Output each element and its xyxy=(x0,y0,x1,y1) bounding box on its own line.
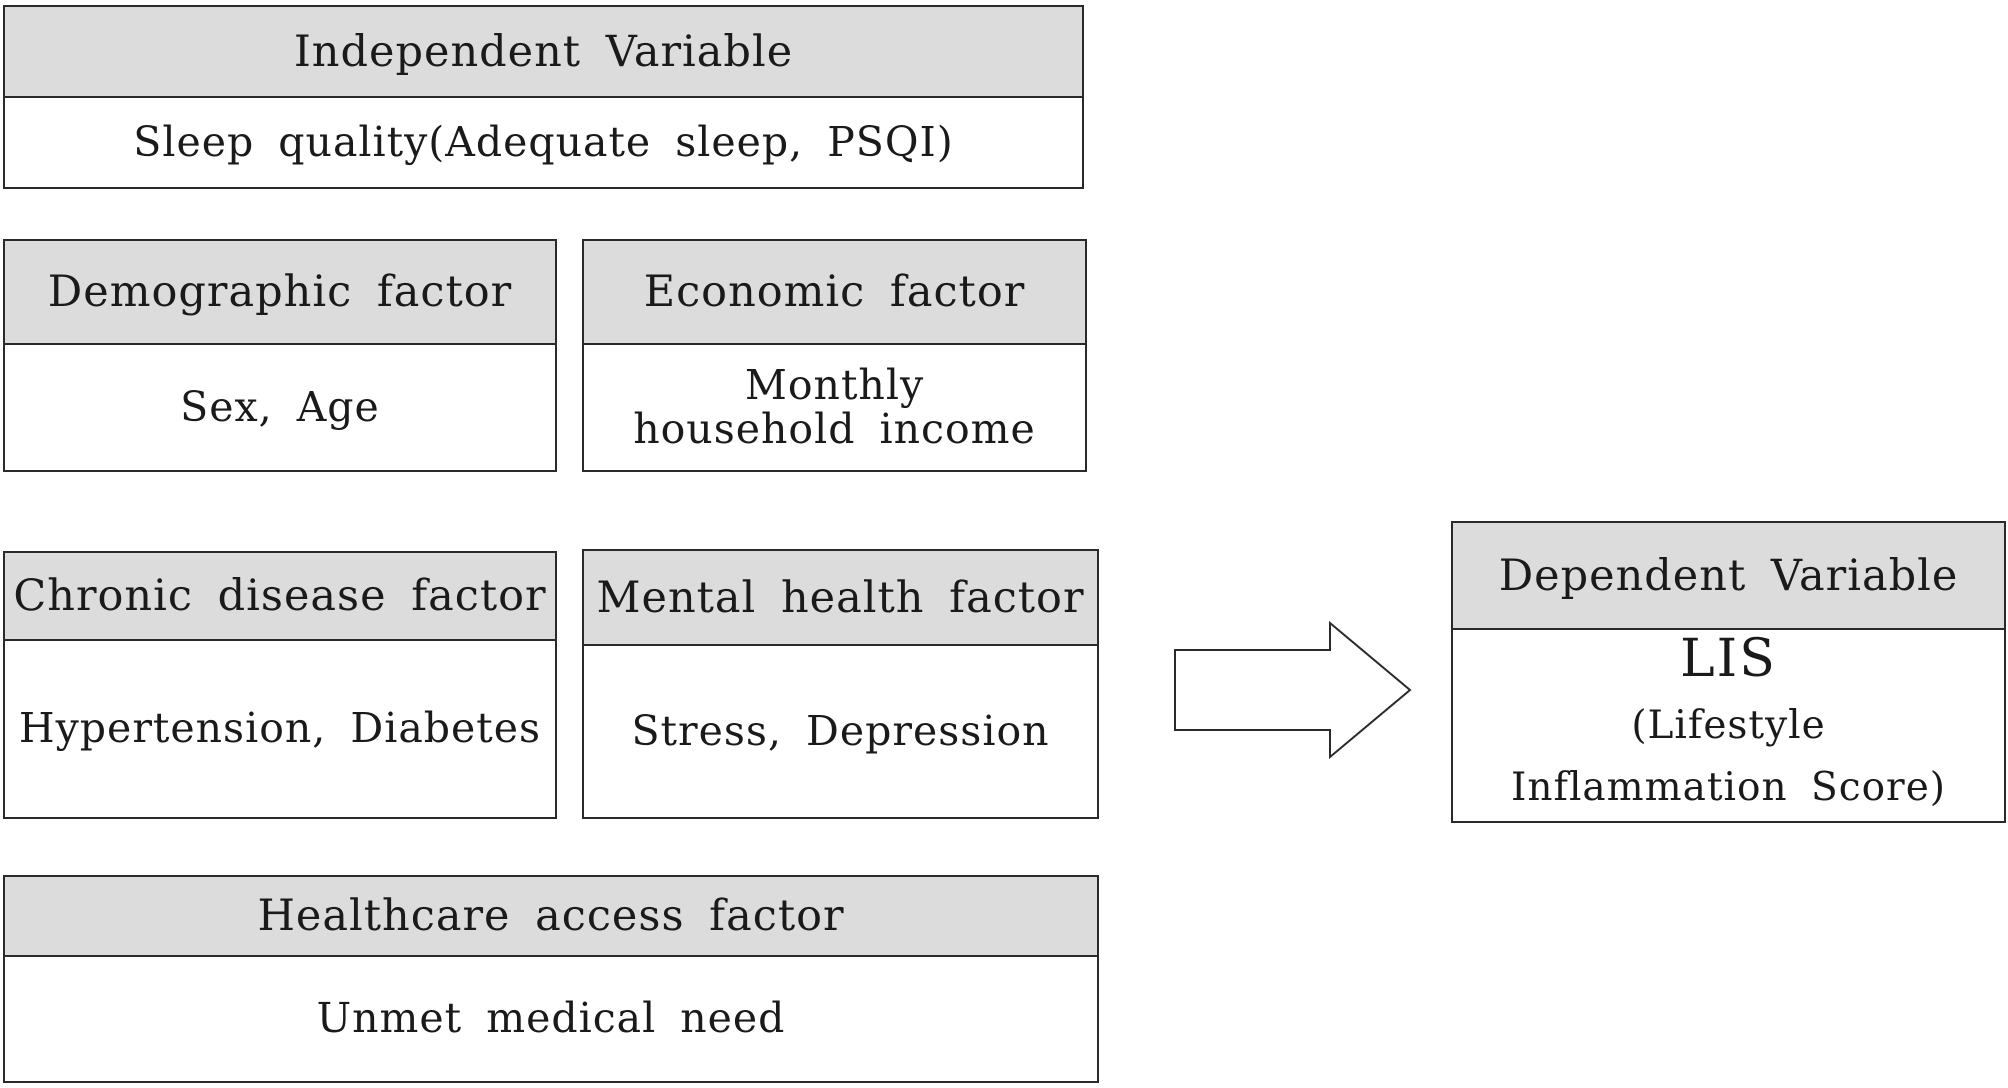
mental-health-factor-header: Mental health factor xyxy=(584,551,1097,646)
healthcare-access-factor-body: Unmet medical need xyxy=(316,994,786,1043)
chronic-disease-factor-body: Hypertension, Diabetes xyxy=(18,704,542,753)
independent-variable-body: Sleep quality(Adequate sleep, PSQI) xyxy=(133,117,954,166)
right-arrow-icon xyxy=(1174,620,1412,760)
independent-variable-header: Independent Variable xyxy=(5,7,1082,98)
demographic-factor-body: Sex, Age xyxy=(180,382,380,431)
mental-health-factor-body: Stress, Depression xyxy=(631,706,1050,755)
lis-label: LIS xyxy=(1680,629,1777,689)
independent-variable-box: Independent Variable Sleep quality(Adequ… xyxy=(3,5,1084,189)
lis-description: (Lifestyle Inflammation Score) xyxy=(1510,702,1946,810)
demographic-factor-box: Demographic factor Sex, Age xyxy=(3,239,557,472)
chronic-disease-factor-box: Chronic disease factor Hypertension, Dia… xyxy=(3,551,557,819)
economic-factor-box: Economic factor Monthly household income xyxy=(582,239,1087,472)
dependent-variable-header: Dependent Variable xyxy=(1453,523,2004,630)
economic-factor-header: Economic factor xyxy=(584,241,1085,345)
dependent-variable-body: LIS (Lifestyle Inflammation Score) xyxy=(1453,630,2004,821)
dependent-variable-box: Dependent Variable LIS (Lifestyle Inflam… xyxy=(1451,521,2006,823)
mental-health-factor-box: Mental health factor Stress, Depression xyxy=(582,549,1099,819)
chronic-disease-factor-header: Chronic disease factor xyxy=(5,553,555,641)
healthcare-access-factor-header: Healthcare access factor xyxy=(5,877,1097,957)
economic-factor-body: Monthly household income xyxy=(633,361,1036,453)
demographic-factor-header: Demographic factor xyxy=(5,241,555,345)
healthcare-access-factor-box: Healthcare access factor Unmet medical n… xyxy=(3,875,1099,1083)
